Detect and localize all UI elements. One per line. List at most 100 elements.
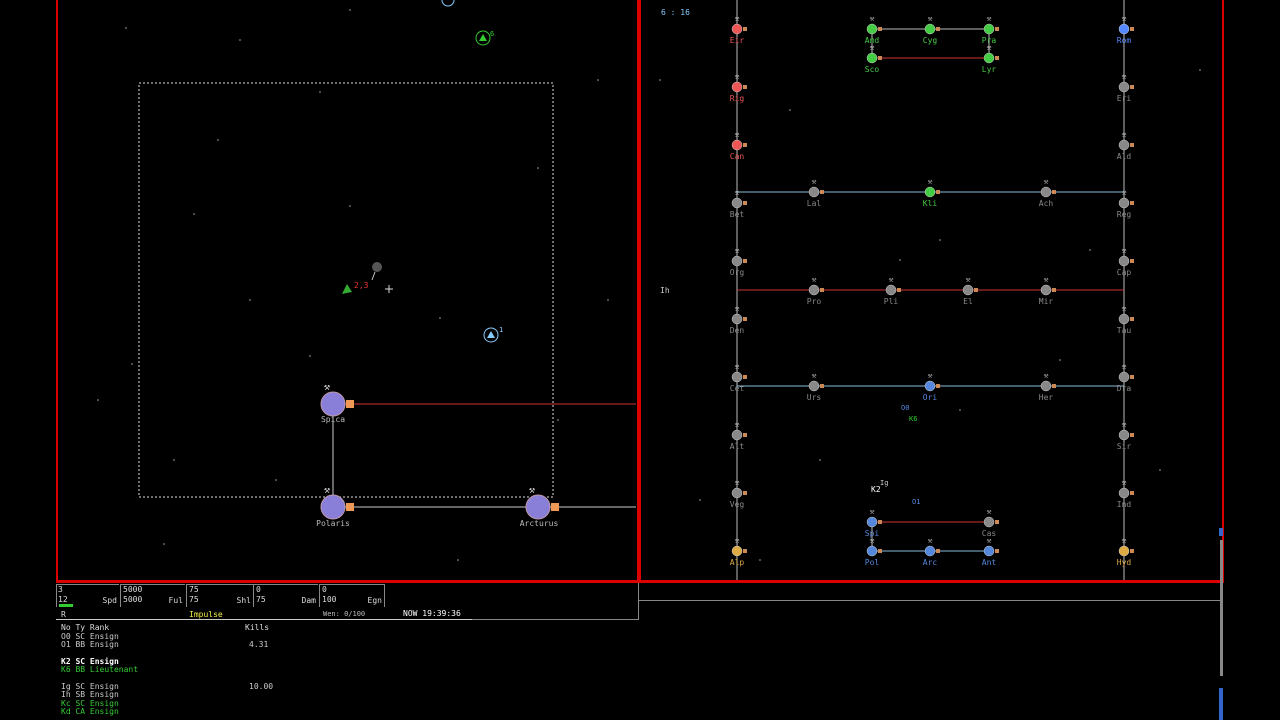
map-planet-cas[interactable]: ⚒Cas (982, 507, 999, 538)
map-planet-eri[interactable]: ⚒Eri (1117, 72, 1134, 103)
map-planet-veg[interactable]: ⚒Veg (730, 478, 747, 509)
map-planet-sco[interactable]: ⚒Sco (865, 43, 882, 74)
repair-icon: ⚒ (1122, 130, 1127, 139)
map-planet-hyd[interactable]: ⚒Hyd (1117, 536, 1134, 567)
map-planet-sir[interactable]: ⚒Sir (1117, 420, 1134, 451)
map-planet-org[interactable]: ⚒Org (730, 246, 747, 277)
map-planet-cet[interactable]: ⚒Cet (730, 362, 747, 393)
map-planet-mir[interactable]: ⚒Mir (1039, 275, 1056, 306)
fuel-icon (1130, 143, 1134, 147)
map-planet-amd[interactable]: ⚒Amd (865, 14, 882, 45)
map-planet-urs[interactable]: ⚒Urs (807, 371, 824, 402)
fuel-icon (936, 549, 940, 553)
ship-1[interactable]: 1 (483, 326, 503, 343)
repair-icon: ⚒ (870, 507, 875, 516)
fuel-icon (743, 491, 747, 495)
map-planet-pra[interactable]: ⚒Pra (982, 14, 999, 45)
partial-ship (441, 0, 455, 7)
engine-label: Egn (367, 596, 382, 605)
fuel-icon (743, 317, 747, 321)
repair-icon: ⚒ (735, 536, 740, 545)
fuel-icon (1130, 27, 1134, 31)
player-list-header: No Ty Rank (61, 623, 109, 632)
planet-spica[interactable]: ⚒ (320, 382, 354, 417)
planet-polaris[interactable]: ⚒ (320, 485, 354, 520)
map-planet-ald[interactable]: ⚒Ald (1117, 130, 1134, 161)
map-planet-alt[interactable]: ⚒Alt (730, 420, 747, 451)
map-planet-pli[interactable]: ⚒Pli (884, 275, 901, 306)
engine-value: 0 (322, 585, 327, 594)
ig-label: Ig (880, 479, 889, 487)
map-planet-ant[interactable]: ⚒Ant (982, 536, 999, 567)
map-planet-kli[interactable]: ⚒Kli (923, 177, 940, 208)
fuel-icon (1130, 201, 1134, 205)
map-planet-arc[interactable]: ⚒ Arc (923, 536, 940, 567)
ship-2-3[interactable]: 2,3 (342, 262, 382, 294)
map-star (899, 259, 901, 261)
repair-icon: ⚒ (889, 275, 894, 284)
map-planet-pro[interactable]: ⚒Pro (807, 275, 824, 306)
map-planet-pol[interactable]: ⚒Pol (865, 536, 882, 567)
fuel-icon (820, 288, 824, 292)
player-row[interactable]: Kd CA Ensign (61, 707, 119, 716)
map-planet-cyg[interactable]: ⚒Cyg (923, 14, 940, 45)
engine-box: 0 100 Egn (319, 584, 385, 607)
map-planet-can[interactable]: ⚒Can (730, 130, 747, 161)
map-planet-alp[interactable]: ⚒ Alp (730, 536, 747, 567)
right-scrollbar[interactable] (1220, 540, 1223, 676)
map-planet-reg[interactable]: ⚒Reg (1117, 188, 1134, 219)
repair-icon: ⚒ (812, 371, 817, 380)
map-planet-label: Reg (1117, 210, 1132, 219)
fuel-icon (1130, 259, 1134, 263)
map-planet-eir[interactable]: ⚒Eir (730, 14, 747, 45)
ih-label: Ih (660, 286, 670, 295)
map-planet-ori[interactable]: ⚒Ori (923, 371, 940, 402)
map-star (699, 499, 701, 501)
map-planet-rig[interactable]: ⚒Rig (730, 72, 747, 103)
header-cols: No Ty Rank (61, 623, 110, 632)
speed-bar (59, 604, 73, 607)
map-planet-label: Arc (923, 558, 938, 567)
repair-icon: ⚒ (812, 275, 817, 284)
player-row[interactable]: Ig SC Ensign (61, 682, 119, 691)
map-planet-label: Ori (923, 393, 938, 402)
player-row[interactable]: Ih SB Ensign (61, 690, 119, 699)
map-planet-tau[interactable]: ⚒Tau (1117, 304, 1134, 335)
player-row[interactable]: Kc SC Ensign (61, 699, 119, 708)
map-planet-dra[interactable]: ⚒Dra (1117, 362, 1134, 393)
galactic-map[interactable]: ⚒Eir⚒Amd⚒Cyg⚒Pra⚒Rom⚒Sco⚒Lyr⚒Rig⚒Eri⚒Can… (640, 0, 1220, 580)
galactic-header: 6 : 16 (661, 8, 690, 17)
map-planet-lyr[interactable]: ⚒Lyr (982, 43, 999, 74)
map-planet-bet[interactable]: ⚒Bet (730, 188, 747, 219)
player-row[interactable]: K6 BB Lieutenant (61, 665, 139, 674)
map-planet-label: Veg (730, 500, 745, 509)
map-planet-spi[interactable]: ⚒ Spi (865, 507, 882, 538)
map-planet-label: Spi (865, 529, 880, 538)
fuel-icon (995, 27, 999, 31)
map-planet-label: Cet (730, 384, 745, 393)
map-planet-her[interactable]: ⚒Her (1039, 371, 1056, 402)
map-planet-cap[interactable]: ⚒Cap (1117, 246, 1134, 277)
map-planet-el[interactable]: ⚒El (962, 275, 978, 306)
map-planet-label: Eri (1117, 94, 1132, 103)
fuel-icon (1052, 288, 1056, 292)
repair-icon: ⚒ (1122, 246, 1127, 255)
repair-icon: ⚒ (928, 536, 933, 545)
planet-arcturus[interactable]: ⚒ (525, 485, 559, 520)
player-row[interactable]: O0 SC Ensign (61, 632, 119, 641)
ship-6[interactable]: 6 (475, 30, 494, 46)
fuel-icon (346, 400, 354, 408)
repair-icon: ⚒ (735, 246, 740, 255)
player-row[interactable]: K2 SC Ensign (61, 657, 119, 666)
map-planet-ind[interactable]: ⚒Ind (1117, 478, 1134, 509)
player-row[interactable]: O1 BB Ensign (61, 640, 119, 649)
repair-icon: ⚒ (870, 43, 875, 52)
map-planet-label: Alp (730, 558, 745, 567)
map-planet-lal[interactable]: ⚒Lal (807, 177, 824, 208)
speed-value: 3 (58, 585, 63, 594)
map-planet-den[interactable]: ⚒Den (730, 304, 747, 335)
map-planet-ach[interactable]: ⚒Ach (1039, 177, 1056, 208)
fuel-icon (743, 433, 747, 437)
map-planet-rom[interactable]: ⚒Rom (1117, 14, 1134, 45)
